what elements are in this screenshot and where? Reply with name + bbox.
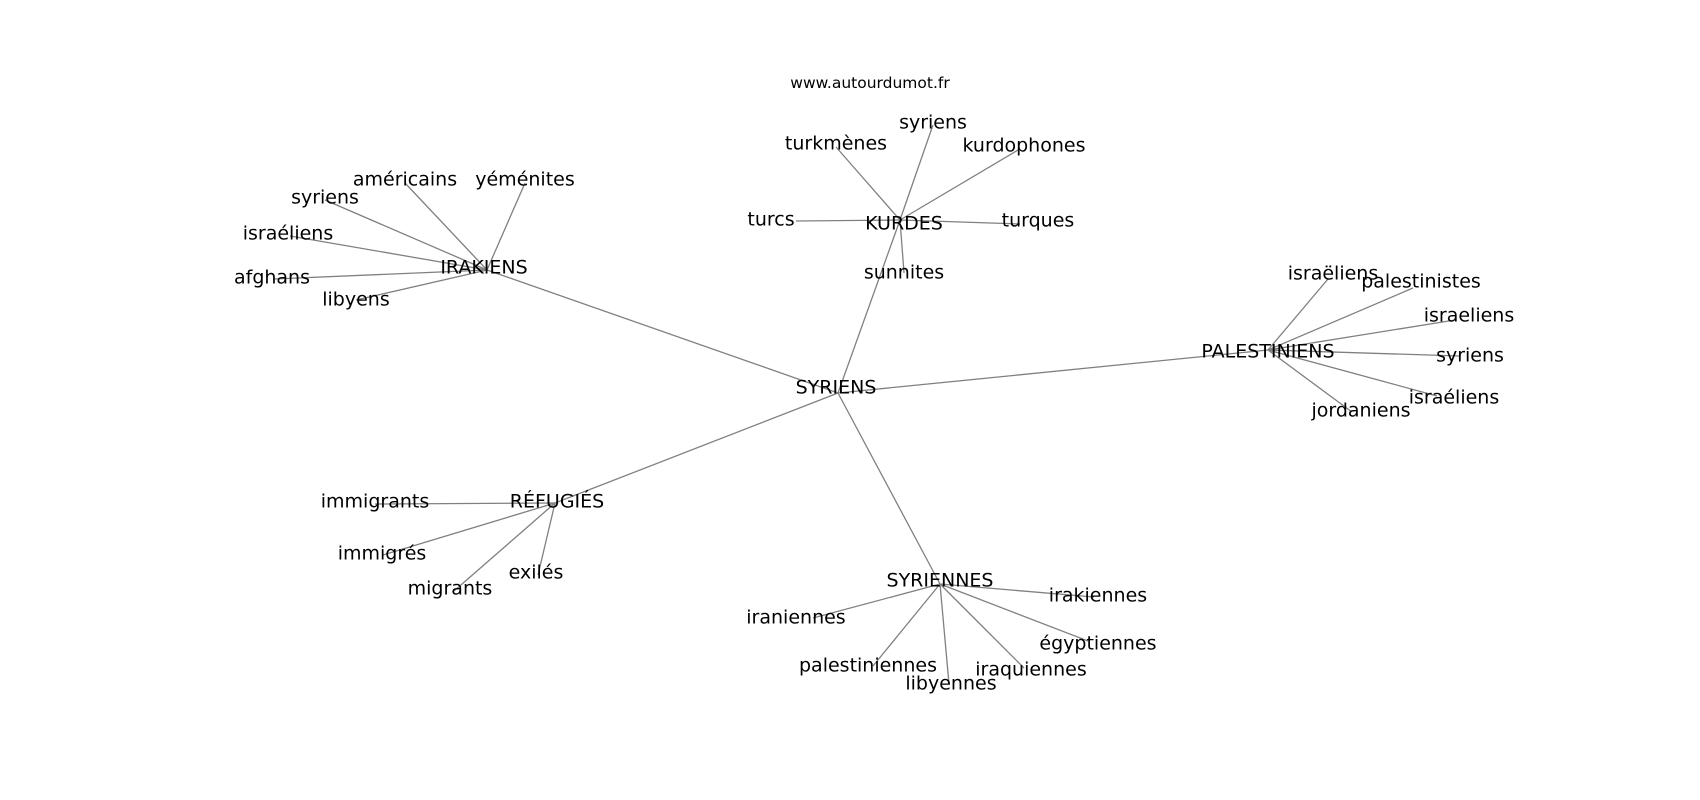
edge-refugies-leaf-1 (382, 502, 556, 556)
edge-irakiens-leaf-5 (355, 269, 488, 301)
leaf-node-kurdes-0: syriens (899, 112, 967, 134)
edge-irakiens-leaf-1 (404, 182, 488, 271)
leaf-node-syriennes-1: égyptiennes (1039, 633, 1156, 655)
edge-irakiens-leaf-2 (324, 199, 488, 271)
edge-kurdes-leaf-4 (899, 219, 1021, 225)
edge-syriennes-leaf-5 (812, 583, 941, 619)
hub-node-refugies: RÉFUGIÉS (510, 490, 604, 513)
edge-syriennes-leaf-1 (939, 583, 1089, 642)
leaf-node-syriennes-2: iraquiennes (975, 659, 1086, 681)
edge-irakiens-leaf-4 (273, 269, 488, 280)
edge-syriennes-leaf-0 (939, 583, 1095, 598)
leaf-node-kurdes-3: turcs (747, 209, 794, 231)
leaf-node-syriennes-4: palestiniennes (799, 655, 937, 677)
leaf-node-kurdes-5: sunnites (864, 262, 944, 284)
leaf-node-palestiniens-0: israëliens (1288, 263, 1379, 285)
edge-syriennes-leaf-3 (939, 583, 950, 685)
leaf-node-irakiens-5: libyens (322, 289, 390, 311)
edge-kurdes-leaf-2 (899, 149, 1019, 221)
leaf-node-irakiens-1: américains (353, 169, 457, 191)
leaf-node-irakiens-2: syriens (291, 187, 359, 209)
edge-syriennes-leaf-2 (939, 583, 1025, 669)
edge-palestiniens-leaf-5 (1267, 349, 1353, 413)
edge-palestiniens-leaf-0 (1267, 278, 1329, 351)
edge-palestiniens-leaf-4 (1267, 349, 1438, 397)
leaf-node-refugies-1: immigrés (338, 543, 427, 565)
leaf-node-irakiens-0: yéménites (475, 169, 575, 191)
center-node-syriens: SYRIENS (796, 377, 877, 399)
hub-node-kurdes: KURDES (865, 213, 943, 235)
edge-center-to-palestiniens (837, 349, 1269, 394)
leaf-node-refugies-2: exilés (509, 562, 564, 584)
edge-kurdes-leaf-5 (899, 219, 905, 274)
leaf-node-palestiniens-5: jordaniens (1310, 400, 1410, 422)
edge-refugies-leaf-0 (374, 502, 556, 505)
hub-node-irakiens: IRAKIENS (440, 257, 527, 279)
graph-edges (273, 124, 1461, 685)
edge-palestiniens-leaf-3 (1267, 349, 1461, 357)
edge-palestiniens-leaf-1 (1267, 287, 1414, 351)
edge-syriennes-leaf-4 (872, 583, 941, 667)
edge-palestiniens-leaf-2 (1267, 319, 1456, 351)
leaf-node-palestiniens-1: palestinistes (1361, 271, 1481, 293)
leaf-node-syriennes-3: libyennes (905, 673, 996, 695)
leaf-node-refugies-3: migrants (408, 578, 493, 600)
edge-center-to-refugies (554, 392, 839, 504)
hub-node-palestiniens: PALESTINIENS (1201, 341, 1334, 363)
leaf-node-kurdes-1: turkmènes (785, 133, 887, 155)
edge-refugies-leaf-3 (453, 502, 556, 592)
leaf-node-syriennes-0: irakiennes (1049, 585, 1147, 607)
edge-kurdes-leaf-3 (795, 219, 901, 222)
edge-irakiens-leaf-3 (289, 235, 488, 271)
edge-center-to-kurdes (837, 219, 901, 394)
edge-irakiens-leaf-0 (486, 182, 526, 271)
leaf-node-refugies-0: immigrants (321, 491, 429, 513)
leaf-node-irakiens-4: afghans (234, 267, 310, 289)
edge-center-to-irakiens (486, 269, 839, 394)
leaf-node-palestiniens-3: syriens (1436, 345, 1504, 367)
edge-center-to-syriennes (837, 392, 941, 585)
leaf-node-kurdes-4: turques (1002, 210, 1075, 232)
leaf-node-irakiens-3: israéliens (243, 223, 334, 245)
leaf-node-palestiniens-2: israeliens (1424, 305, 1515, 327)
leaf-node-syriennes-5: iraniennes (746, 607, 845, 629)
edge-kurdes-leaf-0 (899, 124, 934, 221)
hub-node-syriennes: SYRIENNES (887, 570, 994, 592)
leaf-node-kurdes-2: kurdophones (963, 135, 1086, 157)
edge-kurdes-leaf-1 (835, 146, 901, 221)
leaf-node-palestiniens-4: israéliens (1409, 387, 1500, 409)
graph-nodes: SYRIENSIRAKIENSyéménitesaméricainssyrien… (234, 112, 1514, 695)
website-watermark: www.autourdumot.fr (790, 74, 950, 92)
edge-refugies-leaf-2 (537, 502, 556, 576)
